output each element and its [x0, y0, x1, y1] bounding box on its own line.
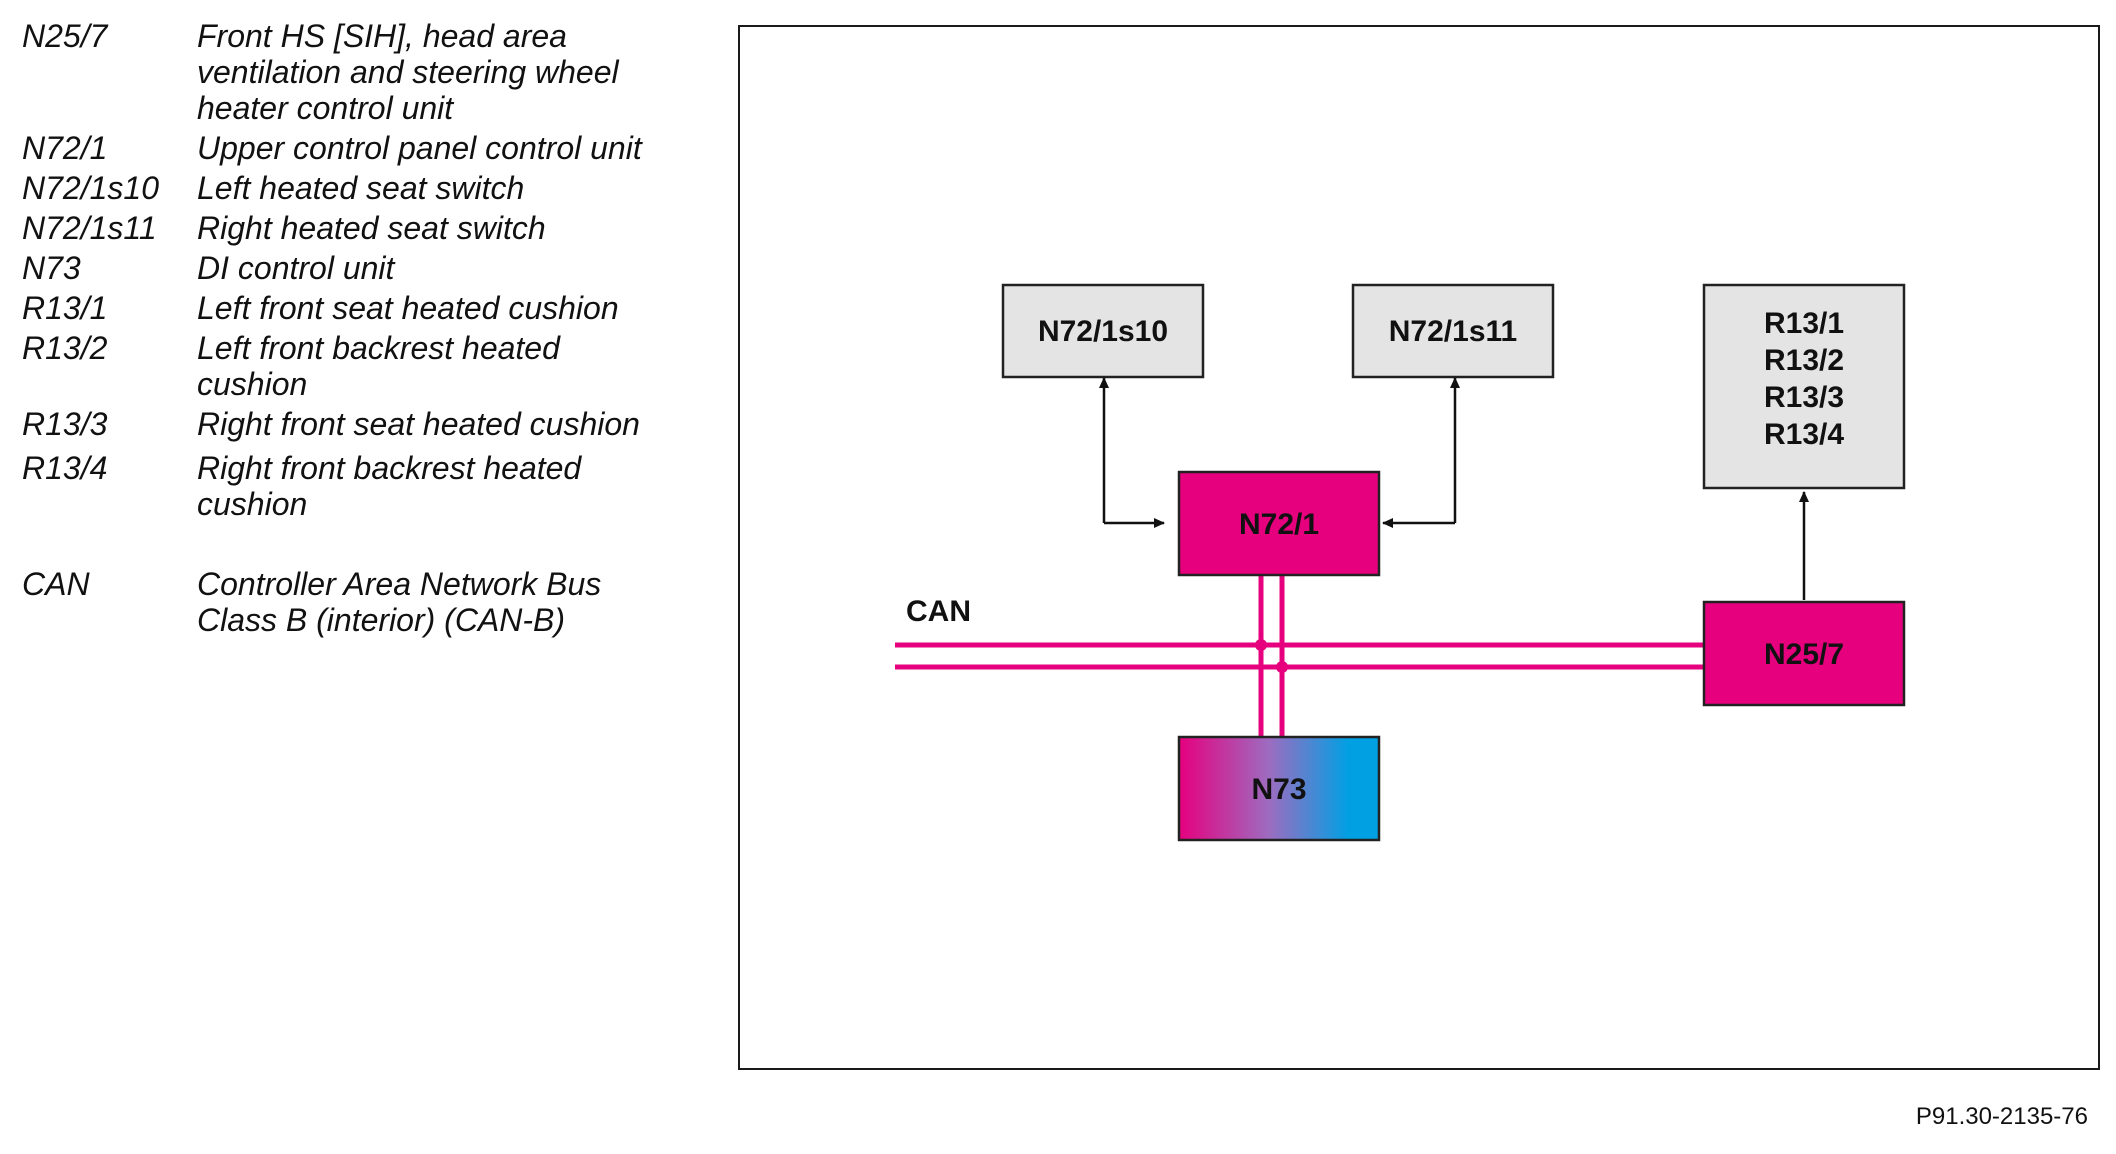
- box-n25-7: N25/7: [1702, 600, 1906, 707]
- legend-code: R13/1: [22, 290, 108, 326]
- box-label: N72/1s10: [1038, 315, 1168, 348]
- box-label: N72/1: [1239, 508, 1319, 541]
- legend-code: CAN: [22, 566, 90, 602]
- box-label: R13/2: [1764, 344, 1844, 377]
- can-bus-label: CAN: [906, 595, 971, 628]
- box-n72-1s10: N72/1s10: [1001, 283, 1205, 379]
- legend-row-n72-1: N72/1 Upper control panel control unit: [22, 130, 702, 170]
- box-n73: N73: [1177, 735, 1381, 842]
- legend-row-can: CAN Controller Area Network Bus Class B …: [22, 566, 702, 646]
- can-bus: [895, 575, 1704, 737]
- bus-junction: [1255, 639, 1267, 651]
- legend-code: N72/1s11: [22, 210, 157, 246]
- legend: N25/7 Front HS [SIH], head area ventilat…: [22, 18, 702, 646]
- legend-code: N25/7: [22, 18, 108, 54]
- legend-row-n72-1s11: N72/1s11 Right heated seat switch: [22, 210, 702, 250]
- box-n72-1s11: N72/1s11: [1351, 283, 1555, 379]
- box-n72-1: N72/1: [1177, 470, 1381, 577]
- figure-id: P91.30-2135-76: [1915, 1103, 2088, 1130]
- legend-desc: Right front backrest heated cushion: [197, 450, 582, 522]
- legend-code: R13/3: [22, 406, 108, 442]
- bus-junction: [1276, 661, 1288, 673]
- legend-code: N73: [22, 250, 81, 286]
- box-label: N72/1s11: [1389, 315, 1517, 348]
- connectors: [1099, 377, 1809, 600]
- legend-desc: DI control unit: [197, 250, 395, 286]
- legend-code: N72/1s10: [22, 170, 159, 206]
- legend-desc: Left front backrest heated cushion: [197, 330, 560, 402]
- legend-row-n25-7: N25/7 Front HS [SIH], head area ventilat…: [22, 18, 702, 130]
- legend-code: N72/1: [22, 130, 108, 166]
- legend-row-r13-4: R13/4 Right front backrest heated cushio…: [22, 450, 702, 566]
- box-label: R13/3: [1764, 381, 1844, 414]
- legend-code: R13/4: [22, 450, 108, 486]
- legend-row-r13-1: R13/1 Left front seat heated cushion: [22, 290, 702, 330]
- legend-row-r13-2: R13/2 Left front backrest heated cushion: [22, 330, 702, 406]
- legend-desc: Upper control panel control unit: [197, 130, 642, 166]
- legend-desc: Front HS [SIH], head area ventilation an…: [197, 18, 619, 126]
- box-label: N25/7: [1764, 638, 1844, 671]
- box-label: N73: [1251, 773, 1306, 806]
- box-label: R13/1: [1764, 307, 1844, 340]
- legend-row-n72-1s10: N72/1s10 Left heated seat switch: [22, 170, 702, 210]
- legend-desc: Right heated seat switch: [197, 210, 546, 246]
- legend-desc: Left heated seat switch: [197, 170, 525, 206]
- box-r13: R13/1 R13/2 R13/3 R13/4: [1702, 283, 1906, 490]
- legend-desc: Controller Area Network Bus Class B (int…: [197, 566, 602, 638]
- legend-row-n73: N73 DI control unit: [22, 250, 702, 290]
- legend-row-r13-3: R13/3 Right front seat heated cushion: [22, 406, 702, 450]
- legend-code: R13/2: [22, 330, 108, 366]
- legend-desc: Left front seat heated cushion: [197, 290, 619, 326]
- diagram-frame: CAN N72/1s10 N72/1s11 R13/1 R13/2 R13/3 …: [738, 25, 2100, 1070]
- box-label: R13/4: [1764, 418, 1844, 451]
- network-diagram: CAN N72/1s10 N72/1s11 R13/1 R13/2 R13/3 …: [895, 283, 1906, 842]
- legend-desc: Right front seat heated cushion: [197, 406, 640, 442]
